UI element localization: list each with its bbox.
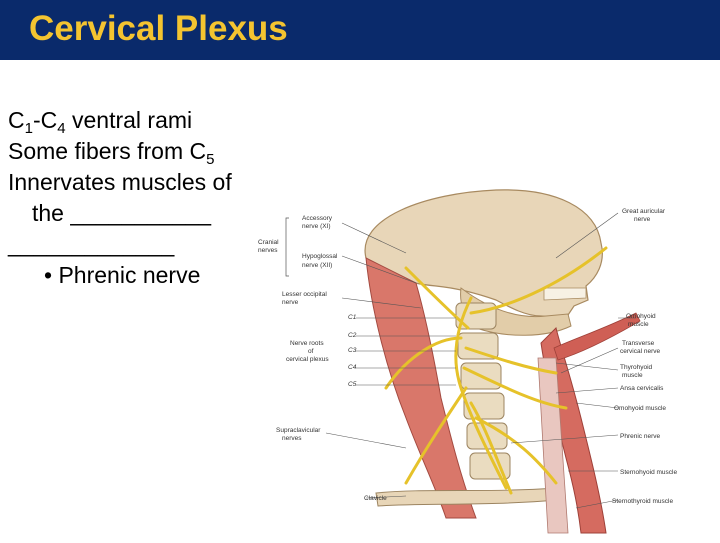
label-omohyoid-lower: Omohyoid muscle <box>614 405 666 412</box>
subscript-1: 1 <box>24 120 33 137</box>
label-cranial: Cranial <box>258 239 279 246</box>
label-nerve-roots-2: of <box>308 348 314 355</box>
label-c4: C4 <box>348 364 357 371</box>
label-thyrohyoid: Thyrohyoid <box>620 364 653 371</box>
label-hypoglossal: Hypoglossal <box>302 253 338 260</box>
label-transverse: Transverse <box>622 340 655 347</box>
label-phrenic-nerve: Phrenic nerve <box>620 433 660 440</box>
clavicle-bone <box>375 487 559 507</box>
label-accessory-2: nerve (XI) <box>302 223 331 230</box>
skull-shape <box>364 189 603 319</box>
label-supraclavicular: Supraclavicular <box>276 427 321 434</box>
label-supraclavicular-2: nerves <box>282 435 302 442</box>
label-ansa-cervicalis: Ansa cervicalis <box>620 385 664 392</box>
teeth <box>543 287 587 301</box>
label-cranial-2: nerves <box>258 247 278 254</box>
label-omohyoid-2: muscle <box>628 321 649 328</box>
subscript-5: 5 <box>206 151 215 168</box>
label-great-auricular-2: nerve <box>634 216 651 223</box>
label-c2: C2 <box>348 332 357 339</box>
label-lesser-occipital: Lesser occipital <box>282 291 327 298</box>
nerve-branches <box>384 246 608 495</box>
label-clavicle: Clavicle <box>364 495 387 502</box>
bullet-line-phrenic: • Phrenic nerve <box>8 260 298 291</box>
label-nerve-roots-3: cervical plexus <box>286 356 329 363</box>
subscript-4: 4 <box>57 120 66 137</box>
text-dash-c: -C <box>32 107 58 133</box>
label-omohyoid: Omohyoid <box>626 313 656 320</box>
label-c3: C3 <box>348 347 357 354</box>
label-nerve-roots: Nerve roots <box>290 340 324 347</box>
neck-anatomy-illustration: Accessory nerve (XI) Cranial nerves Hypo… <box>258 189 677 534</box>
text-ventral-rami: ventral rami <box>65 107 193 133</box>
phrenic-text: Phrenic nerve <box>58 262 201 288</box>
label-lesser-occipital-2: nerve <box>282 299 299 306</box>
label-sternohyoid: Sternohyoid muscle <box>620 469 677 476</box>
label-transverse-2: cervical nerve <box>620 348 660 355</box>
label-sternothyroid: Sternothyroid muscle <box>612 498 673 505</box>
bullet-line-rami: C1-C4 ventral rami <box>8 105 298 136</box>
bullet-line-blank-1: the ___________ <box>32 200 212 226</box>
bullet-line-fibers: Some fibers from C5 <box>8 136 298 167</box>
neck-anatomy-figure: Accessory nerve (XI) Cranial nerves Hypo… <box>256 188 718 538</box>
left-leader-lines <box>325 222 456 499</box>
bullet-list: C1-C4 ventral rami Some fibers from C5 I… <box>8 105 298 291</box>
bullet-line-blank-2: _____________ <box>8 231 175 257</box>
label-thyrohyoid-2: muscle <box>622 372 643 379</box>
label-c5: C5 <box>348 381 357 388</box>
label-c1: C1 <box>348 314 357 321</box>
text-fibers: Some fibers from C <box>8 138 207 164</box>
neck-muscles-left <box>365 257 477 519</box>
text-c: C <box>8 107 25 133</box>
cranial-nerves-brace <box>285 217 289 277</box>
omohyoid-muscle <box>553 312 641 361</box>
label-hypoglossal-2: nerve (XII) <box>302 262 332 269</box>
label-great-auricular: Great auricular <box>622 208 666 215</box>
right-leader-lines <box>510 212 636 509</box>
label-accessory: Accessory <box>302 215 333 222</box>
title-bar: Cervical Plexus <box>0 0 720 60</box>
bullet-dot: • <box>44 262 53 288</box>
bullet-line-innervates: Innervates muscles of <box>8 169 232 195</box>
slide-title: Cervical Plexus <box>29 9 288 48</box>
